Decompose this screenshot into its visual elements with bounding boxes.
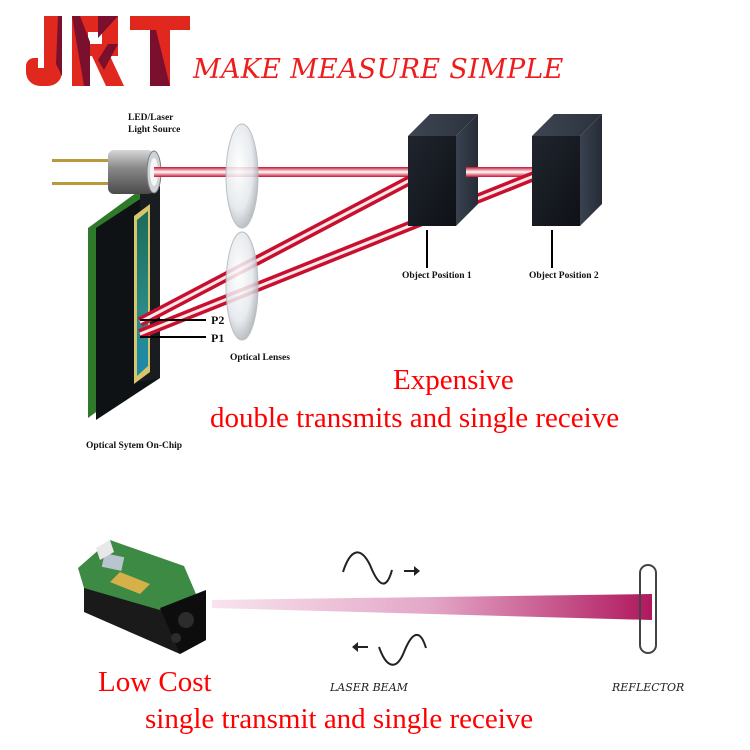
returning-wave-icon	[378, 634, 427, 666]
reflector	[639, 564, 657, 654]
upper-lens	[225, 123, 259, 229]
object-position-1-label: Object Position 1	[402, 271, 472, 281]
laser-module	[78, 540, 206, 654]
jrt-logo	[26, 16, 190, 86]
lenses-label: Optical Lenses	[230, 353, 290, 363]
laser-beam	[212, 594, 652, 620]
laser-beams	[137, 167, 536, 339]
lower-lens	[225, 231, 259, 341]
light-source-label: LED/Laser Light Source	[128, 112, 180, 136]
outgoing-wave-icon	[342, 551, 393, 585]
object-position-1-block	[408, 114, 478, 268]
right-arrow-icon	[404, 566, 420, 576]
chip-label: Optical Sytem On-Chip	[86, 441, 183, 451]
object-position-2-block	[532, 114, 602, 268]
p2-label: P2	[211, 313, 225, 327]
laser-beam-label: LASER BEAM	[330, 681, 408, 694]
laser-light-source	[52, 150, 162, 194]
expensive-headline: Expensive	[393, 364, 514, 396]
light-source-label-line1: LED/Laser	[128, 113, 174, 123]
logo-letter-j	[26, 16, 62, 86]
left-arrow-icon	[352, 642, 368, 652]
p1-label: P1	[211, 331, 225, 345]
reflector-label: REFLECTOR	[612, 681, 685, 694]
tagline: MAKE MEASURE SIMPLE	[193, 54, 564, 85]
light-source-label-line2: Light Source	[128, 125, 181, 135]
expensive-subheadline: double transmits and single receive	[210, 402, 620, 434]
low-cost-headline: Low Cost	[98, 666, 212, 698]
low-cost-subheadline: single transmit and single receive	[145, 703, 534, 735]
object-position-2-label: Object Position 2	[529, 271, 599, 281]
